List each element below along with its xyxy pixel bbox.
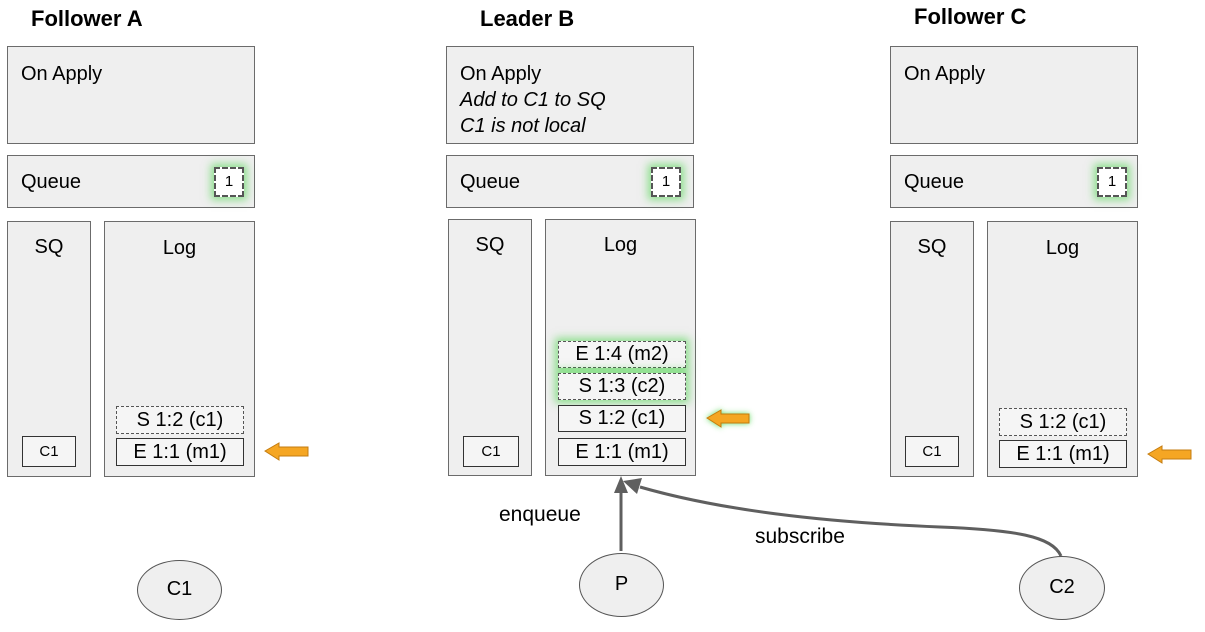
follower-a-log-entry: S 1:2 (c1): [116, 406, 244, 434]
follower-c-log-box: Log S 1:2 (c1) E 1:1 (m1): [987, 221, 1138, 477]
leader-b-log-entry: S 1:3 (c2): [558, 373, 686, 400]
subscribe-label: subscribe: [755, 525, 845, 548]
follower-c-log-label: Log: [1045, 237, 1080, 259]
follower-a-on-apply-label: On Apply: [21, 63, 103, 85]
leader-b-on-apply-box: On Apply Add to C1 to SQ C1 is not local: [446, 46, 694, 144]
follower-c-commit-pointer-icon: [1147, 445, 1192, 464]
enqueue-label: enqueue: [499, 503, 581, 526]
leader-b-sq-box: SQ C1: [448, 219, 532, 476]
follower-c-on-apply-label: On Apply: [904, 63, 986, 85]
leader-b-log-box: Log E 1:4 (m2) S 1:3 (c2) S 1:2 (c1) E 1…: [545, 219, 696, 476]
enqueue-arrow-icon: [614, 476, 628, 551]
follower-c-sq-label: SQ: [917, 236, 947, 258]
leader-b-sq-label: SQ: [475, 234, 505, 256]
client-c1-node: C1: [137, 560, 222, 620]
follower-a-on-apply-box: On Apply: [7, 46, 255, 144]
follower-a-sq-item: C1: [22, 436, 76, 467]
follower-c-queue-box: Queue 1: [890, 155, 1138, 208]
leader-b-log-entry: E 1:1 (m1): [558, 438, 686, 466]
follower-c-sq-item: C1: [905, 436, 959, 467]
follower-a-commit-pointer-icon: [264, 442, 309, 461]
leader-b-log-entry: E 1:4 (m2): [558, 341, 686, 368]
follower-a-log-entry: E 1:1 (m1): [116, 438, 244, 466]
leader-b-on-apply-line: Add to C1 to SQ: [460, 89, 606, 111]
follower-c-queue-item: 1: [1097, 167, 1127, 197]
follower-a-queue-box: Queue 1: [7, 155, 255, 208]
follower-c-sq-box: SQ C1: [890, 221, 974, 477]
follower-a-title: Follower A: [31, 6, 143, 31]
leader-b-log-label: Log: [603, 234, 638, 256]
follower-a-sq-box: SQ C1: [7, 221, 91, 477]
follower-a-queue-label: Queue: [21, 171, 82, 193]
leader-b-on-apply-label: On Apply: [460, 63, 542, 85]
subscribe-arrow-icon: [623, 478, 1063, 557]
leader-b-title: Leader B: [480, 6, 575, 31]
leader-b-commit-pointer-icon: [706, 409, 750, 428]
client-c2-node: C2: [1019, 556, 1105, 620]
leader-b-queue-item: 1: [651, 167, 681, 197]
follower-c-on-apply-box: On Apply: [890, 46, 1138, 144]
follower-a-log-label: Log: [162, 237, 197, 259]
leader-b-queue-box: Queue 1: [446, 155, 694, 208]
leader-b-queue-label: Queue: [460, 171, 521, 193]
follower-a-queue-item: 1: [214, 167, 244, 197]
follower-a-log-box: Log S 1:2 (c1) E 1:1 (m1): [104, 221, 255, 477]
follower-a-sq-label: SQ: [34, 236, 64, 258]
leader-b-on-apply-text: On Apply Add to C1 to SQ C1 is not local: [460, 61, 606, 139]
follower-c-queue-label: Queue: [904, 171, 965, 193]
follower-c-log-entry: E 1:1 (m1): [999, 440, 1127, 468]
producer-p-node: P: [579, 553, 664, 617]
follower-c-log-entry: S 1:2 (c1): [999, 408, 1127, 436]
follower-c-title: Follower C: [914, 4, 1027, 29]
leader-b-log-entry: S 1:2 (c1): [558, 405, 686, 432]
leader-b-sq-item: C1: [463, 436, 519, 467]
leader-b-on-apply-line: C1 is not local: [460, 115, 586, 137]
